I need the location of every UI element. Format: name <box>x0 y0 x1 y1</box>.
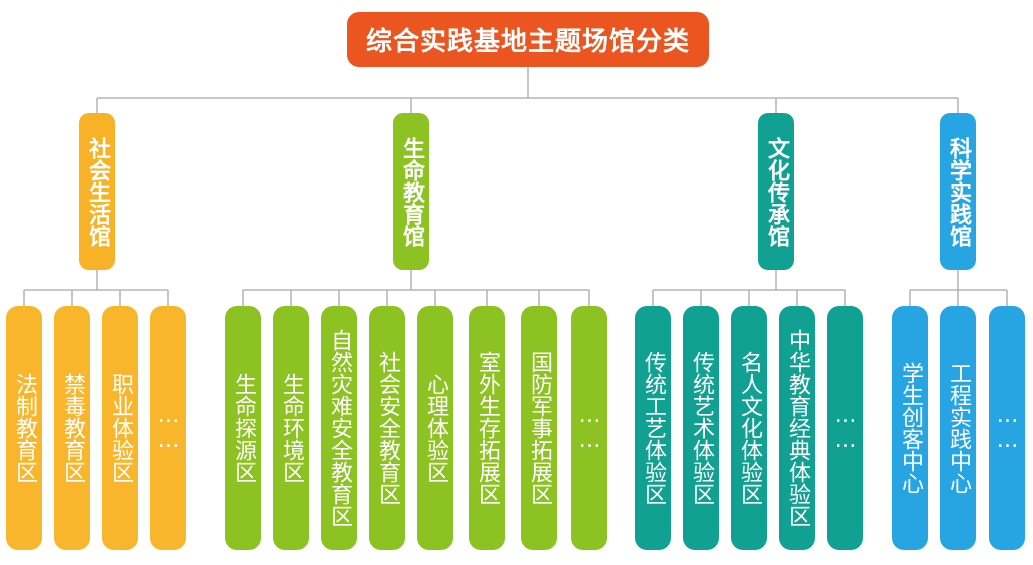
leaf-node: 社会安全教育区 <box>369 306 405 550</box>
leaf-node: 名人文化体验区 <box>731 306 767 550</box>
category-node-culture-heritage: 文化传承馆 <box>758 113 794 270</box>
root-title-node: 综合实践基地主题场馆分类 <box>347 12 709 67</box>
leaf-label: …… <box>833 403 858 453</box>
leaf-node: 心理体验区 <box>417 306 453 550</box>
leaf-label: 生命探源区 <box>231 373 256 483</box>
leaf-label: …… <box>577 403 602 453</box>
leaf-node: 禁毒教育区 <box>54 306 90 550</box>
leaf-label: 自然灾难安全教育区 <box>327 329 352 527</box>
leaf-label: 传统艺术体验区 <box>689 351 714 505</box>
leaf-node: …… <box>571 306 607 550</box>
category-label: 社会生活馆 <box>85 136 110 247</box>
leaf-node: 学生创客中心 <box>892 306 928 550</box>
leaf-node: …… <box>150 306 186 550</box>
category-node-science-practice: 科学实践馆 <box>940 113 976 270</box>
leaf-label: 生命环境区 <box>279 373 304 483</box>
leaf-node: 中华教育经典体验区 <box>779 306 815 550</box>
category-node-life-education: 生命教育馆 <box>393 113 429 270</box>
leaf-label: 社会安全教育区 <box>375 351 400 505</box>
leaf-label: 法制教育区 <box>12 373 37 483</box>
leaf-label: 传统工艺体验区 <box>641 351 666 505</box>
leaf-node: 室外生存拓展区 <box>469 306 505 550</box>
leaf-node: 法制教育区 <box>6 306 42 550</box>
leaf-label: 心理体验区 <box>423 373 448 483</box>
leaf-label: 学生创客中心 <box>898 362 923 494</box>
category-node-social-life: 社会生活馆 <box>79 113 115 270</box>
leaf-node: …… <box>989 306 1025 550</box>
leaf-node: 传统艺术体验区 <box>683 306 719 550</box>
category-label: 生命教育馆 <box>399 136 424 247</box>
leaf-node: 生命探源区 <box>225 306 261 550</box>
leaf-label: …… <box>995 403 1020 453</box>
leaf-label: 职业体验区 <box>108 373 133 483</box>
leaf-label: …… <box>156 403 181 453</box>
leaf-node: 生命环境区 <box>273 306 309 550</box>
leaf-label: 工程实践中心 <box>946 362 971 494</box>
leaf-node: 职业体验区 <box>102 306 138 550</box>
leaf-label: 禁毒教育区 <box>60 373 85 483</box>
category-label: 科学实践馆 <box>946 136 971 247</box>
leaf-node: …… <box>827 306 863 550</box>
leaf-node: 国防军事拓展区 <box>521 306 557 550</box>
leaf-label: 名人文化体验区 <box>737 351 762 505</box>
leaf-label: 国防军事拓展区 <box>527 351 552 505</box>
leaf-node: 工程实践中心 <box>940 306 976 550</box>
leaf-node: 传统工艺体验区 <box>635 306 671 550</box>
leaf-node: 自然灾难安全教育区 <box>321 306 357 550</box>
category-label: 文化传承馆 <box>764 136 789 247</box>
leaf-label: 中华教育经典体验区 <box>785 329 810 527</box>
leaf-label: 室外生存拓展区 <box>475 351 500 505</box>
